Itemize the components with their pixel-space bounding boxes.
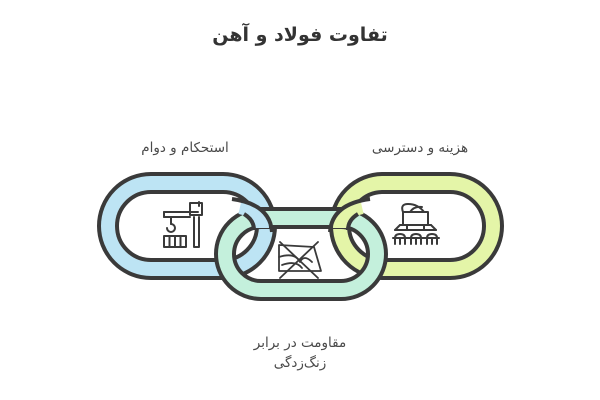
- label-strength-durability: استحکام و دوام: [141, 140, 229, 156]
- no-rust-icon: [278, 241, 322, 279]
- diagram-title: تفاوت فولاد و آهن: [212, 24, 388, 46]
- crane-icon: [163, 201, 203, 248]
- label-cost-availability: هزینه و دسترسی: [371, 140, 469, 156]
- factory-machine-icon: [392, 203, 440, 245]
- chain-interlock-left: [231, 197, 274, 233]
- chain-interlock-right: [328, 197, 371, 233]
- label-rust-resistance: مقاومت در برابر زنگ‌زدگی: [220, 333, 380, 373]
- label-rust-resistance-line1: مقاومت در برابر: [253, 335, 347, 351]
- chain-link-middle: [214, 207, 388, 301]
- label-rust-resistance-line2: زنگ‌زدگی: [273, 355, 327, 371]
